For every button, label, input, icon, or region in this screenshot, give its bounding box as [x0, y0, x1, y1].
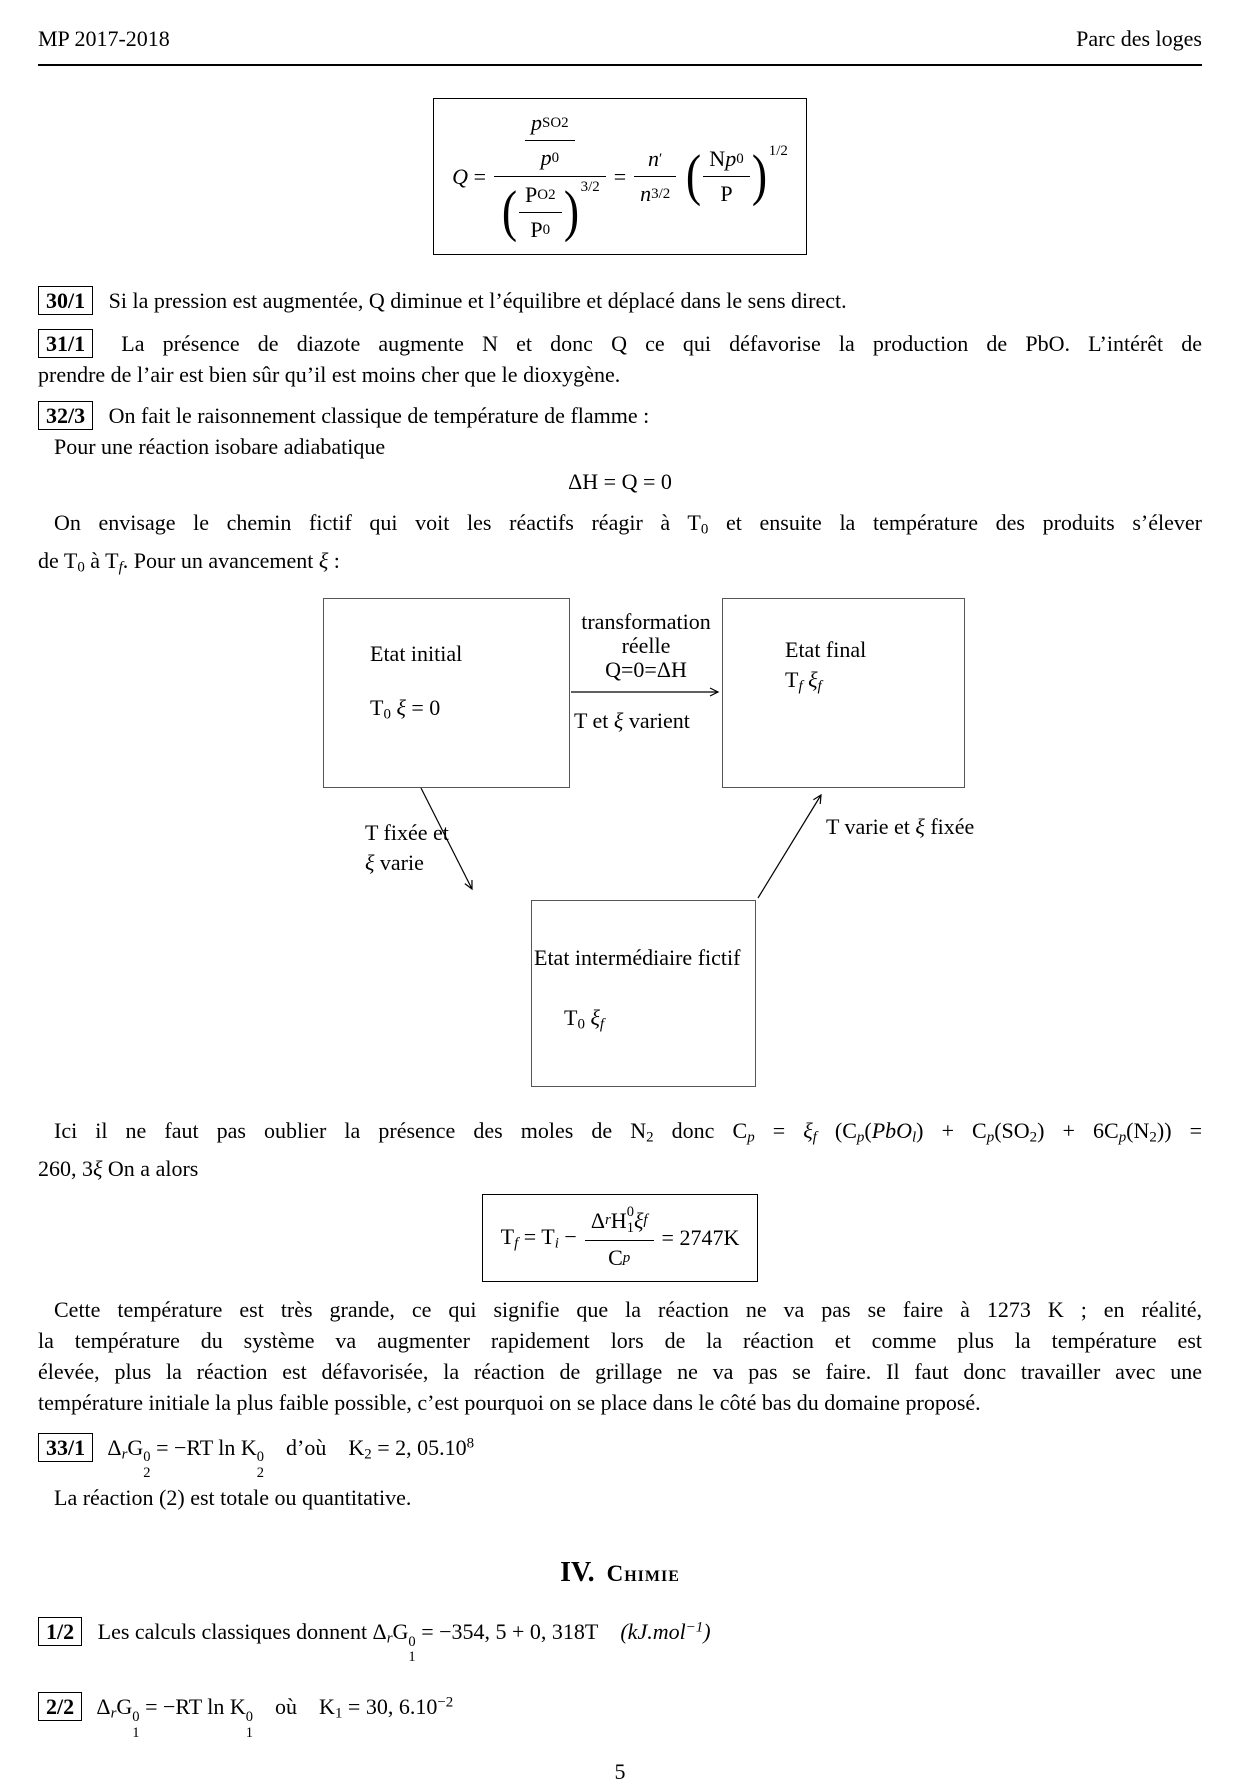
header-left: MP 2017-2018: [38, 26, 170, 51]
section-title: Chimie: [606, 1560, 680, 1586]
box-initial-state-vars: T0 ξ = 0: [370, 694, 441, 722]
eq-q-exponent-32: 3/2: [580, 179, 600, 195]
question-32: 32/3 On fait le raisonnement classique d…: [38, 400, 1202, 462]
eq-q-equals: =: [613, 163, 627, 189]
header-right: Parc des loges: [1076, 26, 1202, 51]
q12-badge: 1/2: [38, 1617, 83, 1646]
page-number: 5: [614, 1759, 626, 1785]
q22-badge: 2/2: [38, 1692, 83, 1722]
question-30: 30/1 Si la pression est augmentée, Q dim…: [38, 285, 1202, 316]
equation-dh: ΔH = Q = 0: [568, 469, 672, 494]
right-paren: ): [751, 144, 767, 208]
box-final-state-vars: Tf ξf: [785, 666, 822, 694]
question-31: 31/1 La présence de diazote augmente N e…: [38, 328, 1202, 390]
q30-text: Si la pression est augmentée, Q diminue …: [108, 288, 847, 313]
box-intermediate-state-vars: T0 ξf: [564, 1004, 605, 1032]
cette-line2: la température du système va augmenter r…: [38, 1328, 1202, 1354]
box-final-title: Etat final: [785, 636, 867, 662]
q30-badge: 30/1: [38, 286, 94, 315]
ici-line2: 260, 3ξ On a alors: [38, 1155, 199, 1181]
section-heading: IV. Chimie: [38, 1557, 1202, 1589]
eq-tf-result: = 2747K: [661, 1225, 740, 1251]
paragraph-temperature: Cette température est très grande, ce qu…: [38, 1294, 1202, 1418]
right-paren: ): [563, 180, 579, 244]
cette-line3: élevée, plus la réaction est défavorisée…: [38, 1359, 1202, 1385]
q33-badge: 33/1: [38, 1432, 94, 1462]
q33-subtext: La réaction (2) est totale ou quantitati…: [54, 1484, 412, 1510]
q32-badge: 32/3: [38, 401, 94, 430]
chemin-line2: de T0 à Tf. Pour un avancement ξ :: [38, 548, 340, 576]
ici-line1: Ici il ne faut pas oublier la présence d…: [54, 1117, 1203, 1145]
arrow-t-varies: [757, 793, 822, 898]
box-intermediate-state: Etat intermédiaire fictif T0 ξf: [531, 899, 756, 1087]
chemin-line1: On envisage le chemin fictif qui voit le…: [54, 510, 1202, 538]
cette-line4: température initiale la plus faible poss…: [38, 1390, 981, 1416]
box-initial-title: Etat initial: [370, 640, 463, 666]
label-t-varies-xi-fixed: T varie et ξ fixée: [826, 813, 975, 839]
page-header: MP 2017-2018 Parc des loges: [38, 0, 1202, 66]
label-transformation: transformation réelle Q=0=ΔH: [581, 608, 711, 682]
eq-q-exponent-12: 1/2: [768, 143, 788, 159]
box-final-state: Etat final Tf ξf: [722, 597, 965, 788]
left-paren: (: [501, 180, 518, 244]
eq-tf-lhs: Tf = Ti −: [500, 1223, 577, 1252]
q32-text: On fait le raisonnement classique de tem…: [108, 403, 650, 428]
label-t-fixed-xi-varies: T fixée et ξ varie: [365, 819, 449, 875]
q31-text-line1: La présence de diazote augmente N et don…: [121, 331, 1202, 356]
box-initial-state: Etat initial T0 ξ = 0: [323, 597, 570, 788]
paragraph-moles-n2: Ici il ne faut pas oublier la présence d…: [38, 1115, 1202, 1184]
section-number: IV.: [560, 1556, 595, 1588]
cette-line1: Cette température est très grande, ce qu…: [54, 1297, 1202, 1323]
page-footer: 5: [38, 1759, 1202, 1785]
q31-text-line2: prendre de l’air est bien sûr qu’il est …: [38, 362, 621, 387]
q31-badge: 31/1: [38, 329, 94, 358]
eq-q-lhs: Q =: [452, 163, 486, 189]
left-paren: (: [686, 144, 702, 208]
label-t-xi-vary: T et ξ varient: [574, 707, 690, 733]
paragraph-chemin-fictif: On envisage le chemin fictif qui voit le…: [38, 507, 1202, 584]
state-diagram: Etat initial T0 ξ = 0 Etat final Tf ξf E…: [76, 586, 1164, 1091]
box-intermediate-title: Etat intermédiaire fictif: [534, 944, 741, 970]
q32-subtext: Pour une réaction isobare adiabatique: [54, 434, 386, 459]
